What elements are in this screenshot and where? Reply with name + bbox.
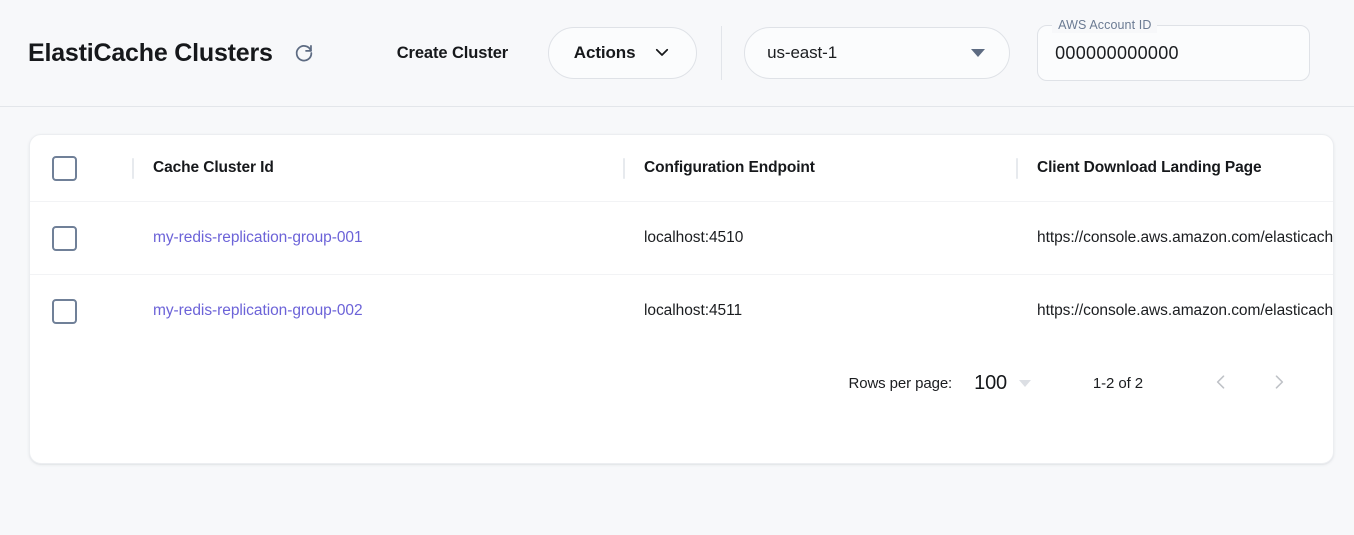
cell-client-download-landing-page: https://console.aws.amazon.com/elasticac… [1037, 229, 1333, 246]
previous-page-button[interactable] [1199, 362, 1243, 406]
select-all-cell [52, 155, 132, 181]
row-select-cell [52, 298, 132, 324]
row-checkbox[interactable] [52, 298, 77, 324]
row-select-cell [52, 225, 132, 251]
triangle-down-icon [1018, 380, 1031, 387]
cluster-id-link[interactable]: my-redis-replication-group-002 [153, 302, 363, 319]
clusters-table-card: Cache Cluster Id Configuration Endpoint … [29, 134, 1334, 464]
next-page-button[interactable] [1257, 362, 1301, 406]
aws-account-id-field[interactable]: AWS Account ID [1037, 17, 1311, 81]
actions-button[interactable]: Actions [548, 27, 698, 79]
column-divider [1016, 157, 1018, 179]
app-header: ElastiCache Clusters Create Cluster Acti… [0, 0, 1354, 107]
pagination-range: 1-2 of 2 [1092, 375, 1143, 392]
refresh-button[interactable] [287, 36, 321, 70]
rows-per-page-value: 100 [974, 372, 1007, 394]
refresh-icon [293, 42, 315, 64]
row-checkbox[interactable] [52, 225, 77, 251]
column-divider [132, 157, 134, 179]
cell-configuration-endpoint: localhost:4511 [644, 302, 743, 319]
create-cluster-button[interactable]: Create Cluster [391, 36, 514, 71]
cell-client-download-landing-page: https://console.aws.amazon.com/elasticac… [1037, 302, 1333, 319]
table-row[interactable]: my-redis-replication-group-001 localhost… [30, 201, 1333, 274]
chevron-right-icon [1269, 372, 1289, 395]
region-select[interactable]: us-east-1 [744, 27, 1011, 79]
clusters-table: Cache Cluster Id Configuration Endpoint … [30, 135, 1333, 420]
actions-button-label: Actions [573, 43, 636, 62]
table-row[interactable]: my-redis-replication-group-002 localhost… [30, 274, 1333, 347]
chevron-left-icon [1211, 372, 1231, 395]
aws-account-id-input[interactable] [1037, 25, 1311, 81]
cluster-id-link[interactable]: my-redis-replication-group-001 [153, 229, 363, 246]
column-header-configuration-endpoint[interactable]: Configuration Endpoint [644, 159, 815, 176]
cell-configuration-endpoint: localhost:4510 [644, 229, 744, 246]
cell-cache-cluster-id: my-redis-replication-group-002 [153, 302, 623, 320]
column-divider [623, 157, 625, 179]
cell-cache-cluster-id: my-redis-replication-group-001 [153, 229, 623, 247]
header-divider [721, 26, 723, 80]
column-header-cache-cluster-id[interactable]: Cache Cluster Id [153, 159, 274, 176]
region-select-value: us-east-1 [767, 43, 838, 62]
triangle-down-icon [971, 49, 986, 57]
main-content: Cache Cluster Id Configuration Endpoint … [0, 107, 1354, 464]
select-all-checkbox[interactable] [52, 155, 77, 181]
page-title: ElastiCache Clusters [28, 38, 273, 67]
column-header-client-download-landing-page[interactable]: Client Download Landing Page [1037, 159, 1262, 176]
table-pagination: Rows per page: 100 1-2 of 2 [30, 347, 1333, 420]
rows-per-page-label: Rows per page: [848, 375, 953, 392]
table-header-row: Cache Cluster Id Configuration Endpoint … [30, 135, 1333, 201]
rows-per-page-select[interactable]: 100 [974, 372, 1031, 395]
chevron-down-icon [653, 43, 671, 64]
